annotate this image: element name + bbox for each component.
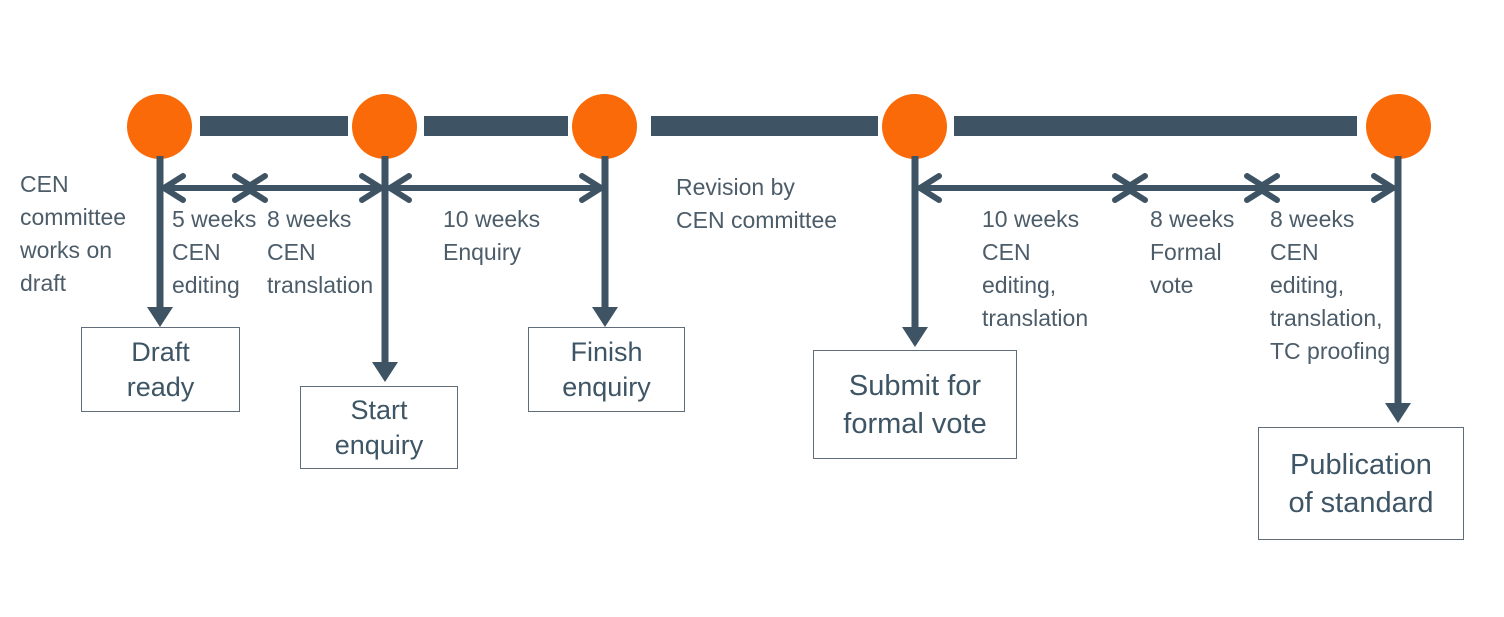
down-arrow-finish-enquiry: [592, 156, 618, 327]
interval-arrow-cen-translation: [243, 173, 384, 203]
milestone-box-submit-formal-vote: Submit for formal vote: [813, 350, 1017, 459]
down-arrow-start-enquiry: [372, 156, 398, 382]
milestone-dot-1: [127, 94, 192, 159]
milestone-box-start-enquiry: Start enquiry: [300, 386, 458, 469]
interval-arrow-cen-editing: [161, 173, 257, 203]
milestone-dot-5: [1366, 94, 1431, 159]
down-arrow-submit-formal-vote: [902, 156, 928, 347]
interval-arrow-enquiry: [387, 173, 604, 203]
interval-label-cen-translation: 8 weeks CEN translation: [267, 206, 374, 298]
interval-label-editing-translation-proofing: 8 weeks CEN editing, translation, TC pro…: [1270, 206, 1391, 364]
interval-label-cen-editing: 5 weeks CEN editing: [172, 206, 257, 298]
interval-arrow-formal-vote: [1123, 173, 1269, 203]
timeline-bar-3: [651, 116, 878, 136]
interval-arrow-cen-editing-translation: [917, 173, 1137, 203]
milestone-box-publication-of-standard: Publication of standard: [1258, 427, 1464, 540]
note-cen-committee-works-on-draft: CEN committee works on draft: [20, 171, 127, 296]
interval-label-cen-editing-translation: 10 weeks CEN editing, translation: [982, 206, 1089, 331]
milestone-dot-3: [572, 94, 637, 159]
down-arrow-draft-ready: [147, 156, 173, 327]
timeline-bar-1: [200, 116, 348, 136]
timeline-bar-2: [424, 116, 568, 136]
note-revision-by-cen-committee: Revision by CEN committee: [676, 174, 838, 233]
milestone-box-finish-enquiry: Finish enquiry: [528, 327, 685, 412]
milestone-dot-4: [882, 94, 947, 159]
milestone-dot-2: [352, 94, 417, 159]
interval-label-formal-vote: 8 weeks Formal vote: [1150, 206, 1235, 298]
milestone-box-draft-ready: Draft ready: [81, 327, 240, 412]
interval-label-enquiry: 10 weeks Enquiry: [443, 206, 541, 265]
interval-arrow-editing-translation-proofing: [1255, 173, 1396, 203]
timeline-bar-4: [954, 116, 1357, 136]
